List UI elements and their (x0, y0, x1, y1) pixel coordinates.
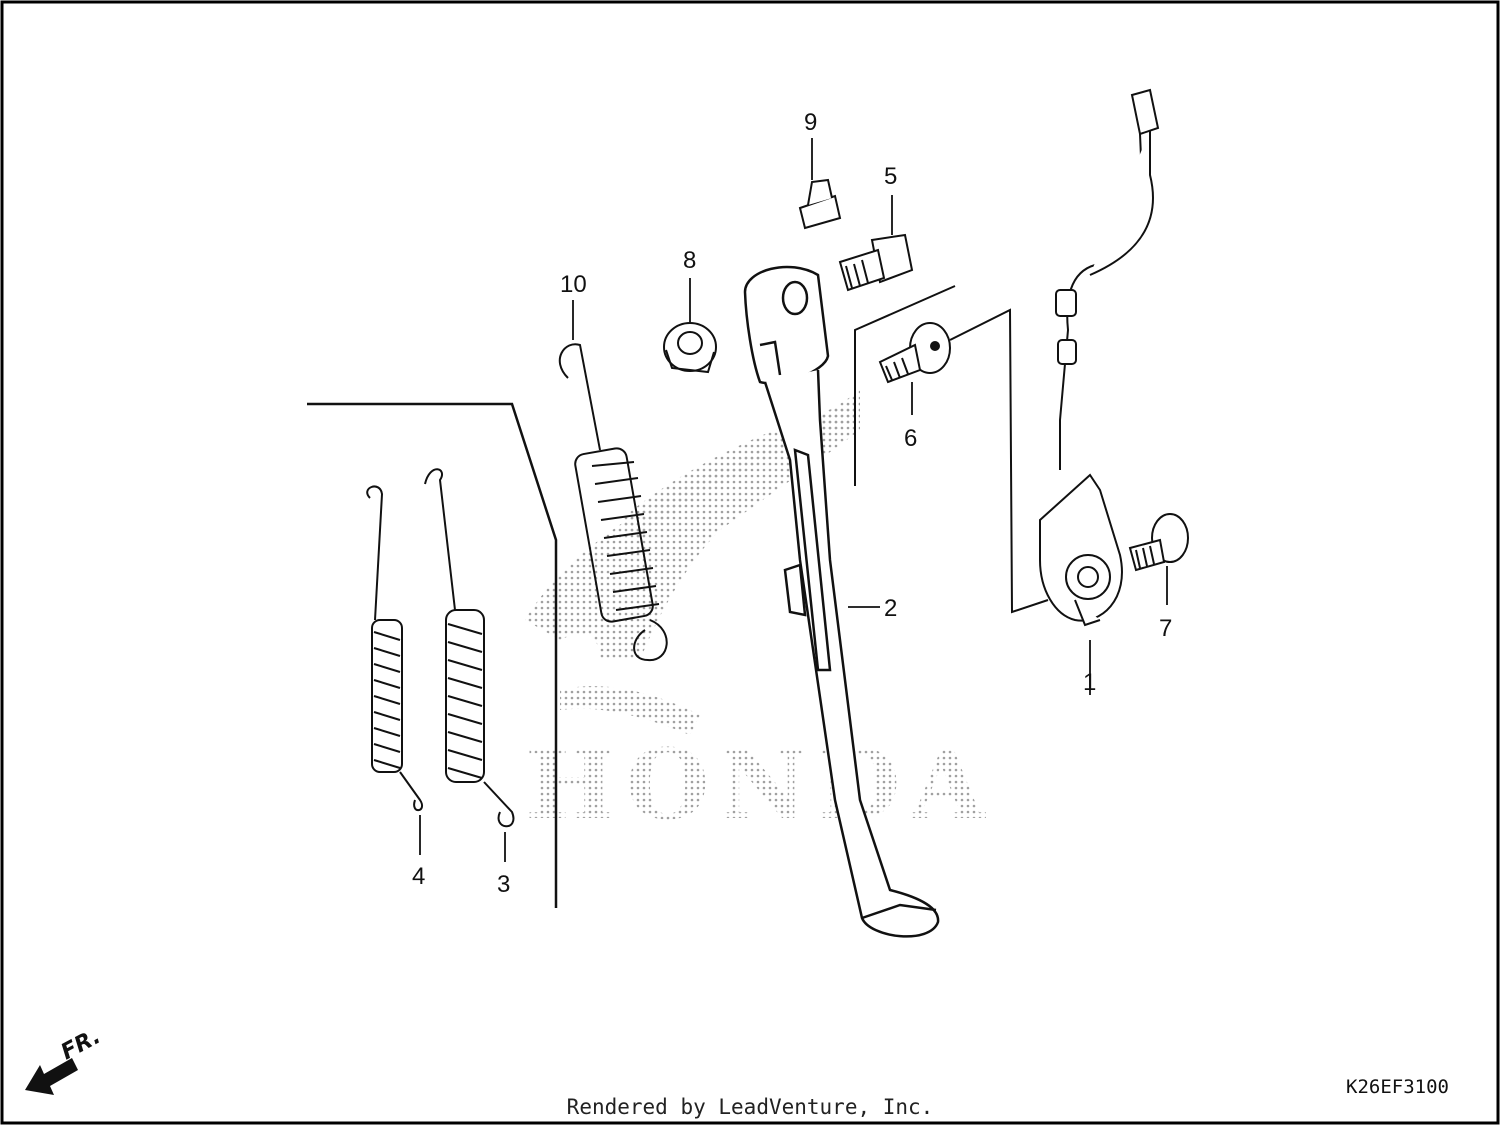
honda-watermark-text: HONDA (525, 728, 995, 841)
callout-7[interactable]: 7 (1159, 615, 1172, 642)
callout-5[interactable]: 5 (884, 163, 897, 190)
part-spring-4[interactable] (366, 485, 423, 812)
callout-6[interactable]: 6 (904, 425, 917, 452)
front-direction-label: FR. (57, 1024, 105, 1065)
callout-4[interactable]: 4 (412, 863, 425, 890)
part-bolt-7[interactable] (1128, 513, 1189, 572)
part-side-stand-2[interactable] (743, 265, 940, 938)
part-bolt-6[interactable] (878, 322, 951, 384)
callout-8[interactable]: 8 (683, 247, 696, 274)
honda-wing-logo: HONDA (525, 390, 995, 841)
callout-2[interactable]: 2 (884, 595, 897, 622)
part-spring-3[interactable] (424, 468, 515, 828)
part-spring-10[interactable] (558, 343, 668, 662)
leader-lines (419, 138, 1168, 862)
diagram-code: K26EF3100 (1346, 1076, 1449, 1098)
callout-10[interactable]: 10 (560, 271, 587, 298)
front-direction-arrow-icon: FR. (25, 1024, 105, 1095)
bracket-line-right (949, 308, 1049, 614)
bracket-line-left (307, 402, 558, 908)
footer-credit: Rendered by LeadVenture, Inc. (567, 1095, 934, 1119)
callout-labels: 1 2 3 4 5 6 7 8 9 10 (412, 109, 1172, 898)
part-bolt-5[interactable] (838, 233, 914, 292)
callout-9[interactable]: 9 (804, 109, 817, 136)
callout-3[interactable]: 3 (497, 871, 510, 898)
part-collar-8[interactable] (663, 322, 717, 374)
bracket-line-center (854, 285, 956, 486)
callout-1[interactable]: 1 (1083, 669, 1096, 696)
part-rubber-9[interactable] (798, 178, 842, 230)
part-switch-1[interactable] (1039, 88, 1160, 627)
